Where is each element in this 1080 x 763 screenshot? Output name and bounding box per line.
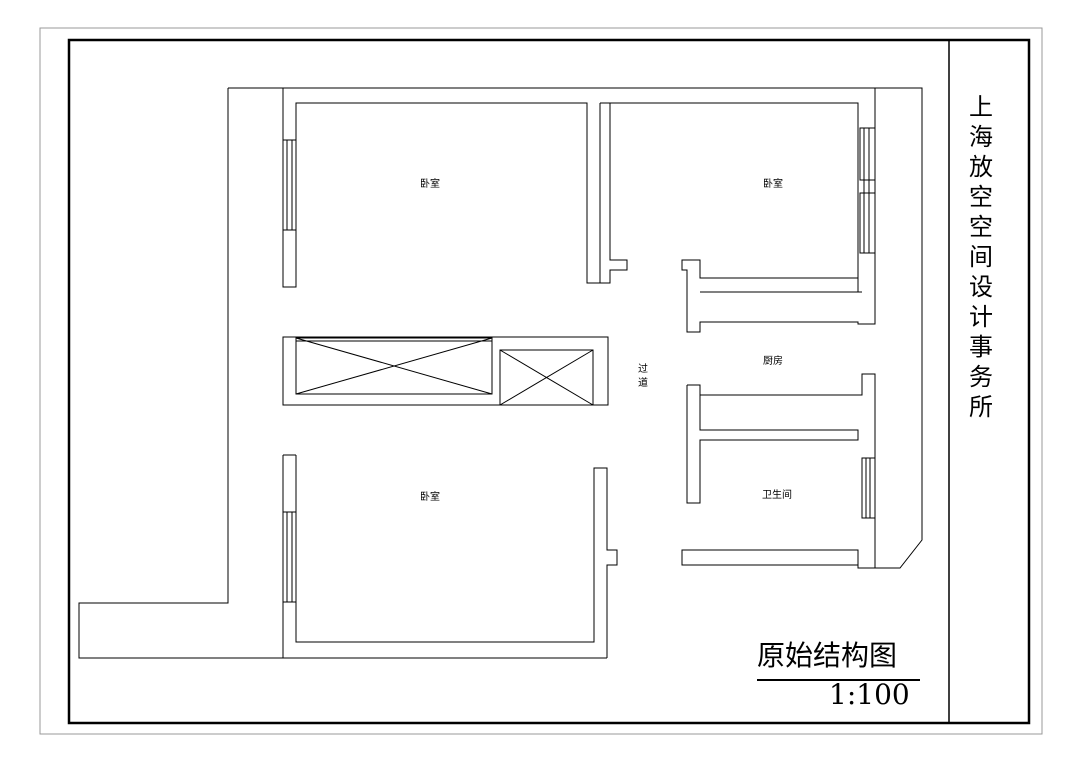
company-name: 上海放空空间设计事务所 [951, 92, 1011, 422]
window-top-right-1 [859, 127, 876, 181]
label-bathroom: 卫生间 [762, 488, 792, 501]
kitchen-walls [681, 373, 876, 569]
bedroom-bottom-walls [282, 455, 618, 658]
window-top-left [282, 139, 297, 231]
company-name-char: 计 [969, 303, 993, 331]
label-corridor-1: 过 [638, 362, 648, 375]
window-bottom-left [282, 511, 297, 603]
sheet-outer-border [39, 27, 1043, 735]
exterior-wall-outline [228, 87, 923, 569]
bedroom-top-right-walls [600, 102, 628, 284]
company-name-char: 海 [969, 123, 993, 151]
plan-title: 原始结构图 [757, 639, 898, 672]
label-kitchen: 厨房 [763, 354, 783, 367]
label-bedroom-top-left: 卧室 [420, 177, 440, 190]
window-bathroom [861, 457, 876, 519]
plan-scale: 1:100 [829, 678, 910, 711]
company-name-char: 务 [969, 363, 993, 391]
bedroom-top-left-walls [282, 88, 600, 288]
cabinet-block [282, 336, 609, 406]
company-name-char: 设 [969, 273, 993, 301]
company-name-char: 间 [969, 243, 993, 271]
company-name-char: 所 [969, 393, 993, 421]
company-name-char: 空 [969, 183, 993, 211]
company-name-char: 空 [969, 213, 993, 241]
sheet-inner-frame [67, 38, 1031, 725]
walls [78, 87, 923, 659]
exterior-wall-left [78, 88, 607, 659]
window-top-right-2 [859, 192, 876, 254]
label-bedroom-top-right: 卧室 [763, 177, 783, 190]
label-bedroom-bottom: 卧室 [420, 490, 440, 503]
cabinet-small [499, 349, 594, 406]
label-corridor-2: 道 [638, 376, 648, 389]
company-name-char: 上 [969, 93, 993, 121]
company-name-char: 放 [969, 153, 993, 181]
company-name-char: 事 [969, 333, 993, 361]
